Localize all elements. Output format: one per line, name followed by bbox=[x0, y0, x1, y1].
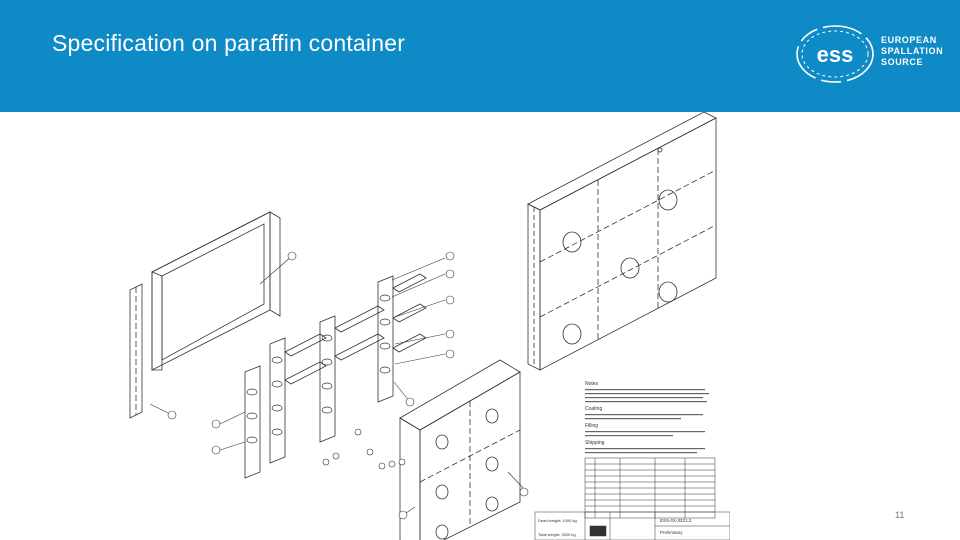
title-block-weight-1: Dead weight: 1000 kg bbox=[538, 518, 577, 523]
drawing-notes: Notes Coating Filling Shipping bbox=[585, 381, 709, 454]
callout-leaders bbox=[149, 255, 525, 516]
notes-subheading-coating: Coating bbox=[585, 406, 602, 412]
title-block-weight-2: Total weight: 3000 kg bbox=[538, 532, 576, 537]
title-block-doc-number: ESS-0X-3221.2 bbox=[660, 518, 692, 523]
logo-wordmark: EUROPEAN SPALLATION SOURCE bbox=[881, 35, 943, 68]
header-bar: Specification on paraffin container ess … bbox=[0, 0, 960, 112]
logo-line-2: SPALLATION bbox=[881, 46, 944, 56]
logo-line-3: SOURCE bbox=[881, 57, 924, 67]
drawing-frame-part bbox=[129, 211, 281, 419]
ess-logo: ess EUROPEAN SPALLATION SOURCE bbox=[793, 22, 953, 86]
drawing-plate-part bbox=[527, 112, 717, 371]
drawing-box-part bbox=[399, 359, 521, 540]
title-block-status: Preliminary bbox=[660, 530, 683, 535]
slide-title: Specification on paraffin container bbox=[52, 30, 406, 56]
technical-drawing: Notes Coating Filling Shipping ESS-0X- bbox=[129, 112, 730, 540]
callout-balloons bbox=[167, 251, 529, 520]
notes-subheading-filling: Filling bbox=[585, 423, 598, 429]
drawing-title-block bbox=[534, 457, 730, 540]
notes-subheading-shipping: Shipping bbox=[585, 440, 605, 446]
notes-heading: Notes bbox=[585, 381, 599, 387]
drawing-strip-part bbox=[244, 273, 427, 479]
logo-line-1: EUROPEAN bbox=[881, 35, 937, 45]
ess-logo-mark: ess bbox=[796, 25, 874, 83]
logo-monogram: ess bbox=[817, 42, 854, 67]
slide-page-number: 11 bbox=[895, 510, 905, 520]
